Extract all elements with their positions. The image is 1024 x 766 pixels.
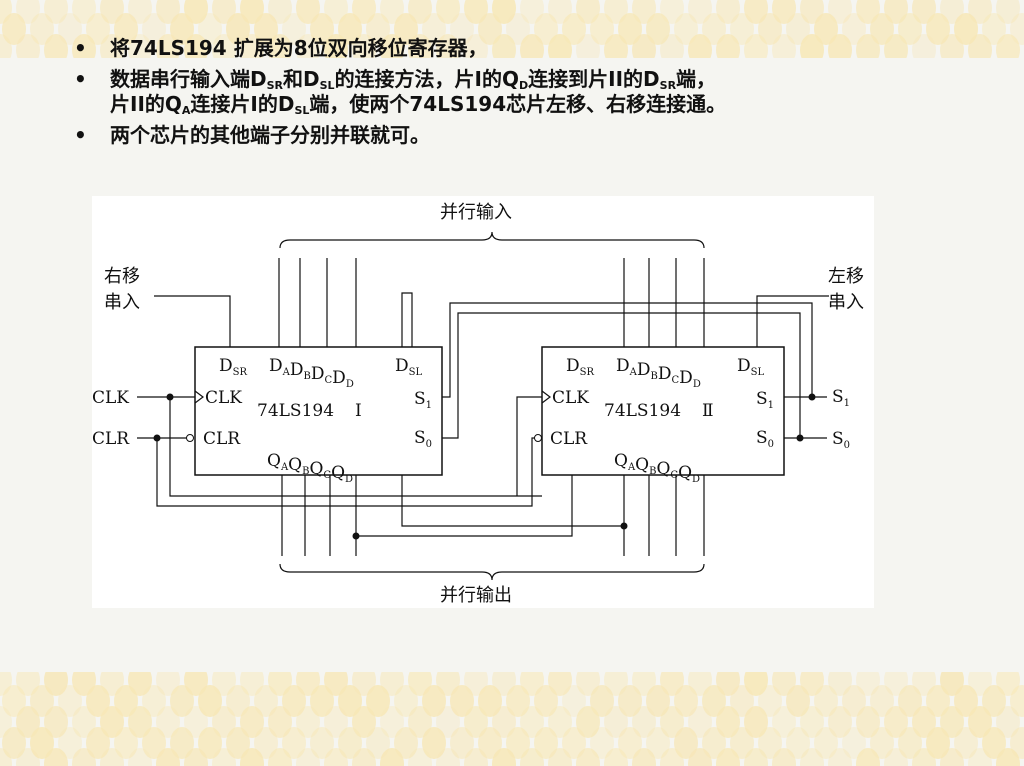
- bullet-text: 连接到片II的D: [528, 67, 659, 91]
- shift-left-label-line2: 串入: [828, 292, 864, 313]
- output-brace: [280, 564, 704, 580]
- chip-1-clk-label: CLK: [205, 388, 242, 408]
- junction-dot: [809, 394, 816, 401]
- bullet-subscript: D: [519, 79, 528, 92]
- shift-left-label-line1: 左移: [828, 266, 864, 287]
- bullet-dot: •: [74, 36, 87, 61]
- decorative-banner-bottom: [0, 672, 1024, 766]
- bullet-subscript: SR: [660, 79, 676, 92]
- bullet-text: 连接片I的D: [190, 92, 294, 116]
- bullet-text: 的连接方法，片I的Q: [335, 67, 519, 91]
- junction-dot: [353, 533, 360, 540]
- parallel-input-label: 并行输入: [440, 202, 512, 223]
- shift-left-input-line: [757, 296, 829, 347]
- junction-dot: [167, 394, 174, 401]
- inversion-bubble: [535, 435, 542, 442]
- bullet-subscript: SL: [294, 104, 309, 117]
- bullet-text: 和D: [283, 67, 320, 91]
- bullet-item: •数据串行输入端DSR和DSL的连接方法，片I的QD连接到片II的DSR端，片I…: [70, 67, 1010, 117]
- bullet-text: 片II的Q: [110, 92, 182, 116]
- clk-input-label: CLK: [92, 388, 129, 408]
- chip-2-name: 74LS194: [604, 401, 681, 421]
- parallel-output-label: 并行输出: [440, 585, 512, 606]
- bullet-dot: •: [74, 67, 87, 92]
- bullet-text: 端，使两个74LS194芯片左移、右移连接通。: [309, 92, 726, 116]
- bullet-text: 端，: [676, 67, 716, 91]
- bullet-text: 将74LS194 扩展为8位双向移位寄存器，: [110, 36, 488, 60]
- junction-dot: [797, 435, 804, 442]
- clk-chip2: [517, 397, 542, 496]
- s1-input-label: S1: [832, 387, 850, 409]
- bullet-text: 两个芯片的其他端子分别并联就可。: [110, 123, 430, 147]
- chip-2-clk-label: CLK: [552, 388, 589, 408]
- shift-right-input-line: [154, 296, 230, 347]
- shift-right-label-line2: 串入: [104, 292, 140, 313]
- bullet-subscript: SL: [320, 79, 335, 92]
- chip-2-clr-label: CLR: [550, 429, 588, 449]
- circuit-diagram: 并行输入并行输出右移串入左移串入CLKCLRS1S0DSRDADBDCDDDSL…: [92, 196, 874, 608]
- bullet-subscript: SR: [267, 79, 283, 92]
- shift-right-label-line1: 右移: [104, 266, 140, 287]
- input-brace: [280, 232, 704, 248]
- s0-input-label: S0: [832, 429, 850, 451]
- bullet-item: • 两个芯片的其他端子分别并联就可。: [70, 123, 1010, 148]
- chip-2-numeral: Ⅱ: [702, 401, 714, 421]
- chip-1-numeral: Ⅰ: [355, 401, 362, 421]
- clr-input-label: CLR: [92, 429, 130, 449]
- chip-1-name: 74LS194: [257, 401, 334, 421]
- bullet-item: • 将74LS194 扩展为8位双向移位寄存器，: [70, 36, 1010, 61]
- chip-1-clr-label: CLR: [203, 429, 241, 449]
- bullet-list: •将74LS194 扩展为8位双向移位寄存器，•数据串行输入端DSR和DSL的连…: [70, 36, 1010, 154]
- bullet-text: 数据串行输入端D: [110, 67, 267, 91]
- inversion-bubble: [187, 435, 194, 442]
- junction-dot: [154, 435, 161, 442]
- junction-dot: [621, 523, 628, 530]
- bullet-dot: •: [74, 123, 87, 148]
